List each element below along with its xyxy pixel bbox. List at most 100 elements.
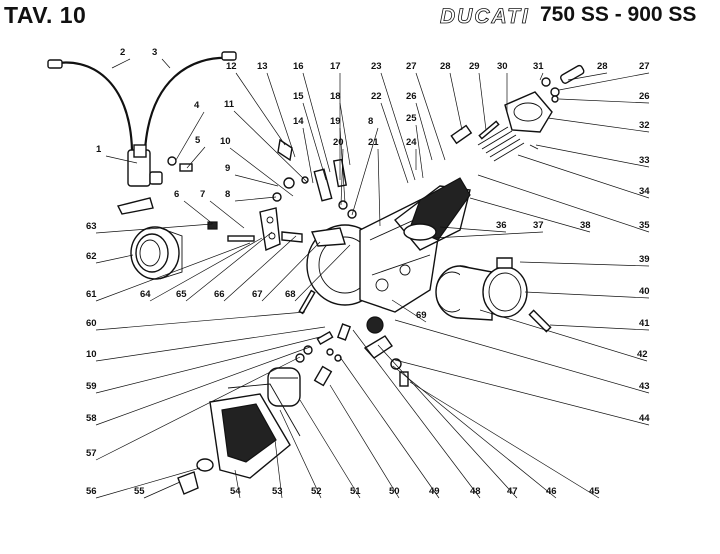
leader-line-13 <box>266 72 296 158</box>
cable-junction <box>116 144 163 215</box>
leader-line-26b <box>558 98 650 104</box>
callout-53: 53 <box>272 486 283 497</box>
callout-41: 41 <box>639 318 650 329</box>
callout-46: 46 <box>546 486 557 497</box>
callout-29: 29 <box>469 61 480 72</box>
leader-line-51 <box>299 399 361 499</box>
callout-3: 3 <box>152 47 157 58</box>
callout-33: 33 <box>639 155 650 166</box>
leader-line-14 <box>302 127 314 184</box>
leader-lines <box>95 58 650 499</box>
leader-line-31 <box>539 72 544 81</box>
callout-25: 25 <box>406 113 417 124</box>
leader-line-11 <box>233 110 308 183</box>
callout-17: 17 <box>330 61 341 72</box>
leader-line-48 <box>352 329 481 499</box>
leader-line-3 <box>161 58 171 69</box>
leader-line-1 <box>105 155 138 164</box>
callout-65: 65 <box>176 289 187 300</box>
leader-line-35 <box>477 174 650 233</box>
callout-39: 39 <box>639 254 650 265</box>
leader-line-44 <box>394 359 650 426</box>
throttle-lever <box>207 177 303 251</box>
leader-line-60 <box>95 311 306 331</box>
leader-line-39 <box>519 261 650 267</box>
callout-58: 58 <box>86 413 97 424</box>
callout-48: 48 <box>470 486 481 497</box>
callout-51: 51 <box>350 486 361 497</box>
callout-42: 42 <box>637 349 648 360</box>
leader-line-16 <box>302 72 331 173</box>
leader-line-9 <box>234 174 279 187</box>
callout-44: 44 <box>639 413 650 424</box>
callout-40: 40 <box>639 286 650 297</box>
leader-line-29 <box>478 72 487 131</box>
leader-line-7 <box>209 200 245 229</box>
callout-8: 8 <box>225 189 230 200</box>
callout-6: 6 <box>174 189 179 200</box>
float-bowl <box>209 383 301 479</box>
leader-line-27a <box>415 72 446 161</box>
callout-61: 61 <box>86 289 97 300</box>
leader-line-12 <box>235 72 286 146</box>
leader-line-49 <box>339 356 440 499</box>
leader-line-64 <box>149 237 263 302</box>
callout-50: 50 <box>389 486 400 497</box>
brand-logo: DUCATI <box>440 5 530 29</box>
callout-68: 68 <box>285 289 296 300</box>
plate-number: TAV. 10 <box>4 2 87 28</box>
leader-line-5 <box>186 146 206 169</box>
leader-line-26a <box>415 102 433 161</box>
callout-4: 4 <box>194 100 200 111</box>
callout-67: 67 <box>252 289 263 300</box>
leader-line-25 <box>415 124 424 179</box>
leader-line-41 <box>549 324 650 331</box>
callout-49: 49 <box>429 486 440 497</box>
callout-7: 7 <box>200 189 205 200</box>
leader-line-52 <box>279 409 322 499</box>
leader-line-28b <box>567 72 608 81</box>
leader-line-8b <box>351 127 379 216</box>
callout-23: 23 <box>371 61 382 72</box>
leader-line-43 <box>394 319 650 394</box>
leader-line-42 <box>479 309 648 362</box>
leader-line-58 <box>95 346 311 426</box>
throttle-cables <box>47 51 237 151</box>
leader-line-33 <box>535 144 650 168</box>
callout-47: 47 <box>507 486 518 497</box>
leader-line-10a <box>229 147 294 197</box>
leader-line-8 <box>234 196 277 202</box>
callout-35: 35 <box>639 220 650 231</box>
callout-10a: 10 <box>220 136 231 147</box>
callout-16: 16 <box>293 61 304 72</box>
callout-54: 54 <box>230 486 241 497</box>
leader-line-46 <box>392 365 557 499</box>
leader-line-50 <box>329 384 400 499</box>
callout-9: 9 <box>225 163 230 174</box>
leader-line-15 <box>302 102 327 181</box>
adjusters <box>450 64 585 150</box>
leader-line-54 <box>234 469 241 499</box>
callout-20: 20 <box>333 137 344 148</box>
model-title: 750 SS - 900 SS <box>540 3 697 26</box>
callout-45: 45 <box>589 486 600 497</box>
callout-36: 36 <box>496 220 507 231</box>
leader-line-6 <box>183 200 214 225</box>
leader-line-10b <box>95 326 326 362</box>
leader-line-45 <box>409 381 600 499</box>
leader-line-62 <box>95 254 134 264</box>
callout-52: 52 <box>311 486 322 497</box>
float <box>267 367 301 407</box>
leader-line-59 <box>95 336 321 394</box>
leader-line-61 <box>95 242 251 302</box>
drain-plug <box>177 458 214 495</box>
leader-line-20 <box>340 148 344 206</box>
callout-21: 21 <box>368 137 379 148</box>
leader-line-4 <box>175 111 205 161</box>
callout-13: 13 <box>257 61 268 72</box>
leader-line-57 <box>95 356 301 461</box>
spring-and-cap <box>477 91 553 162</box>
